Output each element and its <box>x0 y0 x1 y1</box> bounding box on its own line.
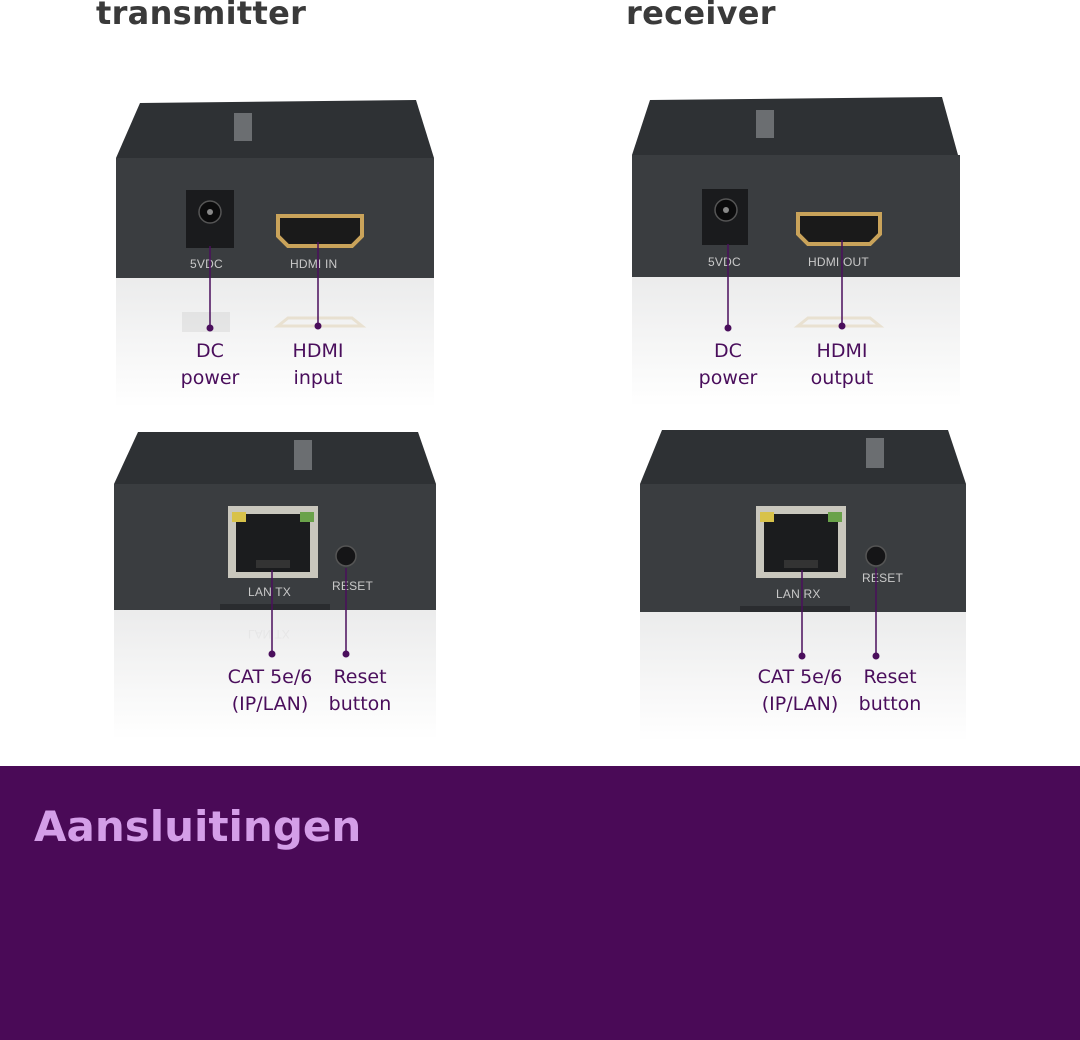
receiver-heading: receiver <box>626 0 776 32</box>
svg-text:LAN TX: LAN TX <box>248 627 290 641</box>
footer-title: Aansluitingen <box>34 802 362 851</box>
hdmi-port-icon <box>796 212 882 246</box>
lan-port-text: LAN RX <box>776 587 821 601</box>
reset-button-icon <box>865 545 887 567</box>
cat-ip-lan-label: CAT 5e/6(IP/LAN) <box>757 666 843 715</box>
reset-button-icon <box>335 545 357 567</box>
footer-banner: Aansluitingen <box>0 766 1080 1040</box>
reset-port-text: RESET <box>332 579 373 593</box>
hdmi-port-text: HDMI IN <box>290 257 337 271</box>
reset-port-text: RESET <box>862 571 903 585</box>
receiver-front-device: 5VDC HDMI OUT <box>632 97 960 407</box>
dc-port-text: 5VDC <box>190 257 223 271</box>
transmitter-heading: transmitter <box>96 0 307 32</box>
receiver-back-device: LAN RX RESET <box>640 430 966 742</box>
lan-port-text: LAN TX <box>248 585 291 599</box>
hdmi-port-icon <box>276 214 364 248</box>
transmitter-front-device: 5VDC HDMI IN <box>116 100 434 408</box>
dc-port-text: 5VDC <box>708 255 741 269</box>
hdmi-port-text: HDMI OUT <box>808 255 869 269</box>
transmitter-back-device: LAN TX RESET LAN TX <box>114 432 436 740</box>
cat-ip-lan-label: CAT 5e/6(IP/LAN) <box>227 666 313 715</box>
transmitter-back-panel: LAN TX RESET LAN TX CAT 5e/6(IP/LAN) Res… <box>0 410 540 760</box>
